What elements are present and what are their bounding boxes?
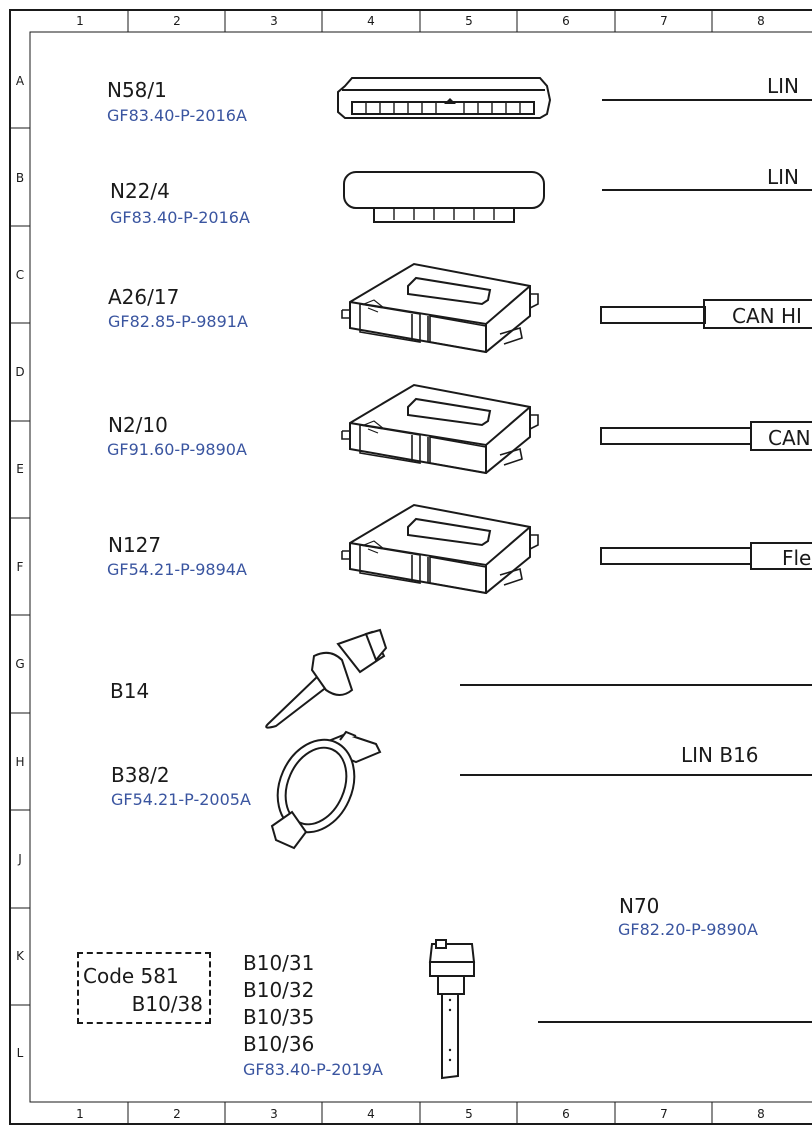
column-number: 6 [562,14,570,28]
column-number: 2 [173,1107,181,1121]
column-number: 4 [367,14,375,28]
a26-17-control-unit-drawing [341,263,539,353]
row-letter: D [15,365,25,379]
row-letter: K [16,949,24,963]
b38-2-sensor-drawing [270,730,382,850]
component-label-b10-36: B10/36 [243,1032,315,1056]
code-box-line1: Code 581 [83,964,179,988]
bus-label-row-f: Fle [782,546,812,570]
outer-frame [9,9,812,1125]
bus-label-row-b: LIN [767,165,800,189]
component-label-n70: N70 [619,894,660,918]
row-dividers [10,127,30,1006]
row-letter: L [16,1046,24,1060]
column-number: 5 [465,14,473,28]
column-number: 1 [76,14,84,28]
column-number: 5 [465,1107,473,1121]
n2-10-control-unit-drawing [341,384,539,474]
row-letter: F [16,560,24,574]
component-ref-n2-10[interactable]: GF91.60-P-9890A [107,440,247,459]
component-label-n2-10: N2/10 [108,413,168,437]
component-label-a26-17: A26/17 [108,285,180,309]
code-581-box: Code 581 B10/38 [77,952,211,1024]
component-label-b14: B14 [110,679,150,703]
row-letter: E [16,462,24,476]
b14-sensor-drawing [265,628,388,729]
component-label-b10-32: B10/32 [243,978,315,1002]
row-letter: H [15,755,25,769]
component-ref-n70[interactable]: GF82.20-P-9890A [618,920,758,939]
component-label-b38-2: B38/2 [111,763,170,787]
component-label-b10-31: B10/31 [243,951,315,975]
column-number: 4 [367,1107,375,1121]
column-number: 3 [270,1107,278,1121]
bus-lines [460,99,812,1023]
bus-label-row-a: LIN [767,74,800,98]
component-ref-b38-2[interactable]: GF54.21-P-2005A [111,790,251,809]
n127-control-unit-drawing [341,504,539,594]
component-label-b10-35: B10/35 [243,1005,315,1029]
code-box-line2: B10/38 [131,992,203,1016]
component-ref-n127[interactable]: GF54.21-P-9894A [107,560,247,579]
column-number: 6 [562,1107,570,1121]
column-number: 8 [757,14,765,28]
column-number: 3 [270,14,278,28]
column-number: 8 [757,1107,765,1121]
bus-label-row-c: CAN HI [732,304,802,328]
inner-frame [29,31,812,1103]
column-number: 7 [660,1107,668,1121]
column-number: 1 [76,1107,84,1121]
n58-1-connector-drawing [337,77,552,119]
component-label-n22-4: N22/4 [110,179,170,203]
component-label-n58-1: N58/1 [107,78,167,102]
bottom-column-dividers [127,1102,713,1124]
n22-4-switch-drawing [343,171,545,223]
row-letter: G [15,657,25,671]
row-letter: B [15,171,25,185]
component-ref-b10[interactable]: GF83.40-P-2019A [243,1060,383,1079]
component-label-n127: N127 [108,533,162,557]
bus-label-row-e: CAN [768,426,811,450]
b10-sensor-drawing [428,939,476,1080]
column-number: 7 [660,14,668,28]
row-letter: J [18,852,22,866]
column-number: 2 [173,14,181,28]
row-letter: A [15,74,25,88]
component-ref-n22-4[interactable]: GF83.40-P-2016A [110,208,250,227]
top-column-dividers [127,10,713,32]
bus-label-row-h: LIN B16 [681,743,759,767]
row-letter: C [15,268,25,282]
component-ref-a26-17[interactable]: GF82.85-P-9891A [108,312,248,331]
component-ref-n58-1[interactable]: GF83.40-P-2016A [107,106,247,125]
